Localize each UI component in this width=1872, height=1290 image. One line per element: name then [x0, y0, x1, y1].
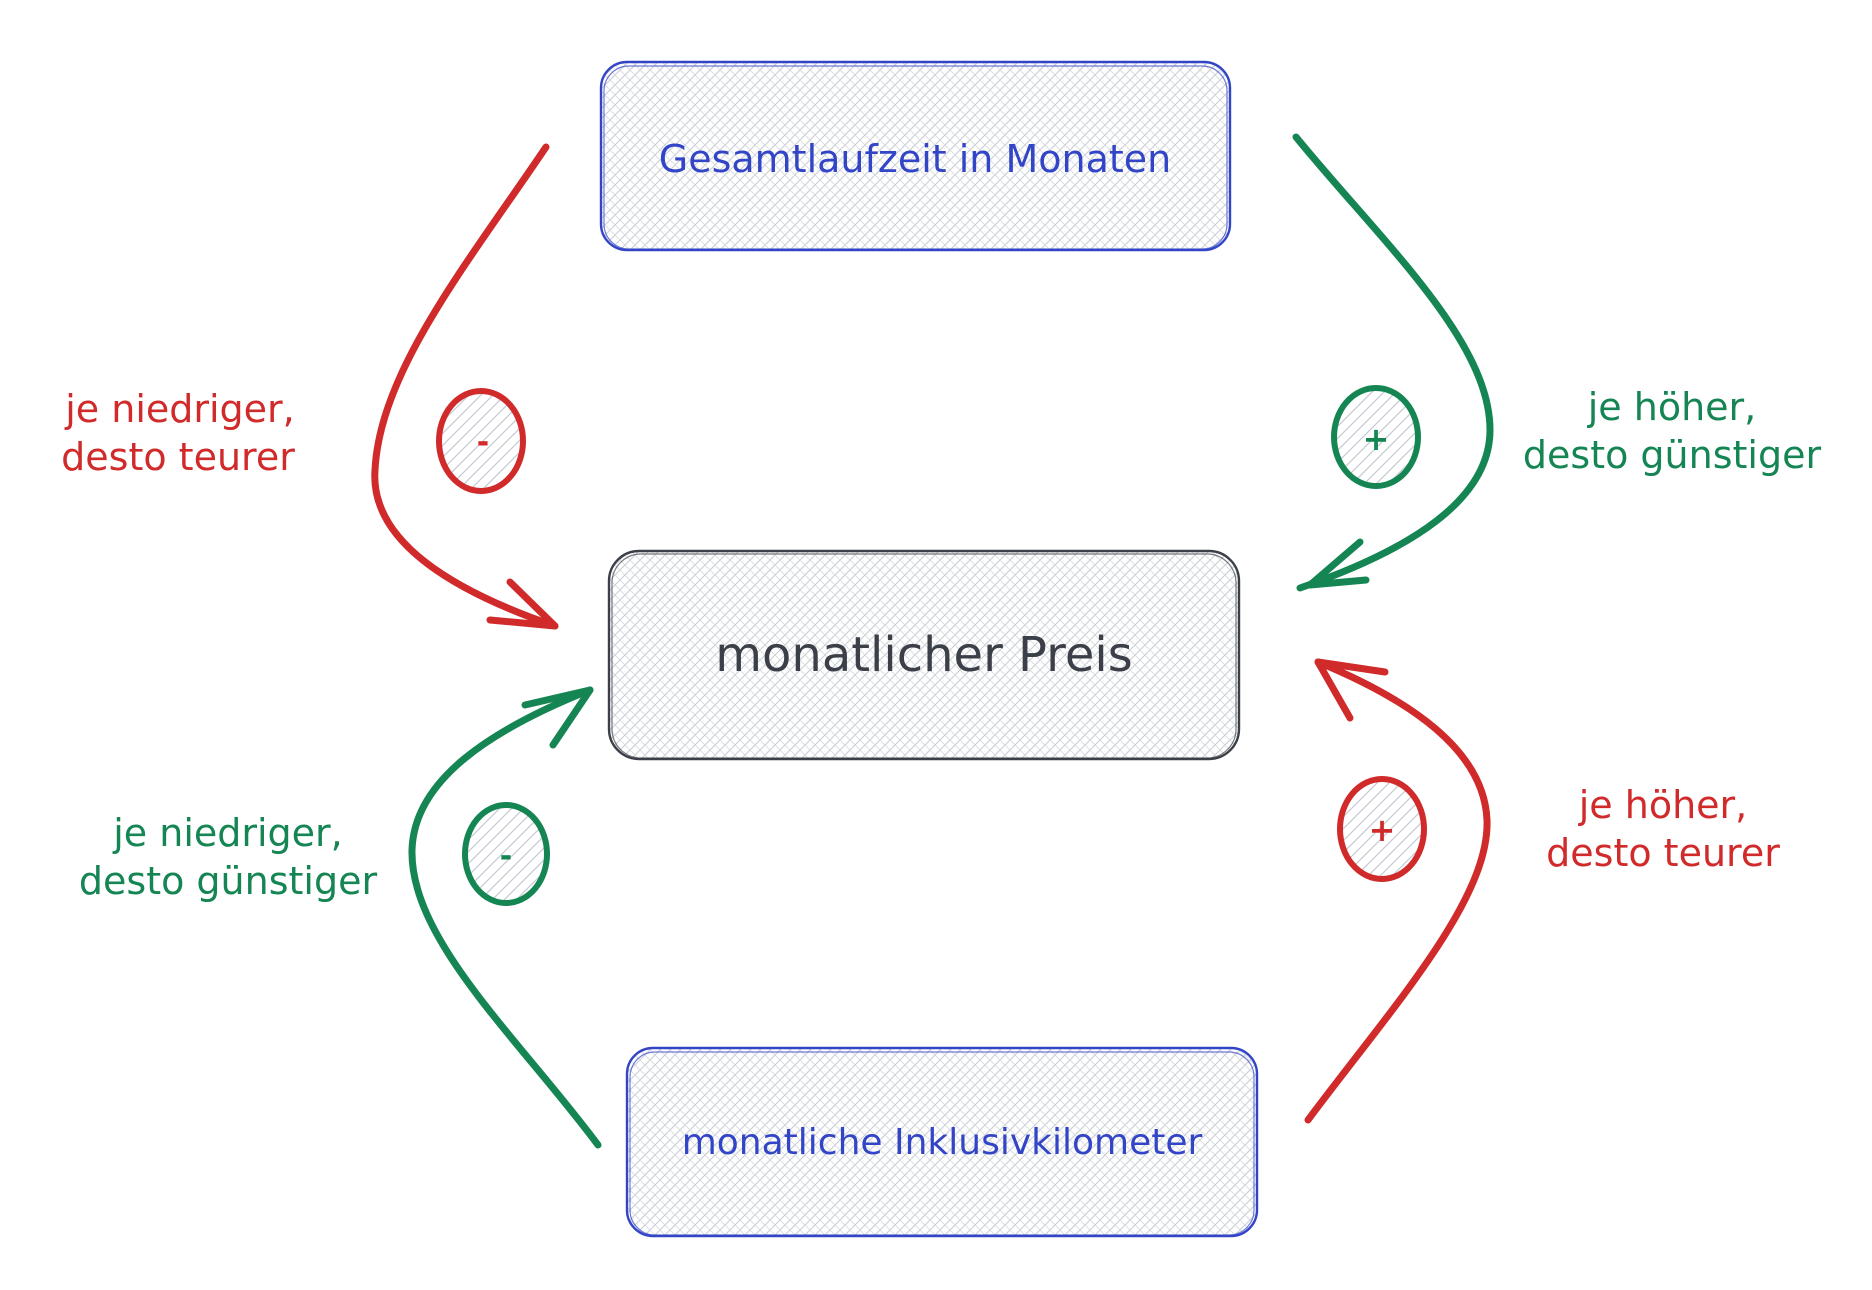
edge-bottom-right-label-line2: desto teurer: [1546, 831, 1780, 875]
edge-top-left-label-line2: desto teurer: [61, 435, 295, 479]
edge-bottom-right: + je höher, desto teurer: [1304, 658, 1780, 1124]
node-bottom: monatliche Inklusivkilometer: [625, 1046, 1259, 1238]
edge-top-left-arrowhead: [486, 578, 559, 630]
edge-top-right-arrowhead: [1306, 538, 1370, 589]
edge-top-right-sign-badge: +: [1331, 385, 1421, 489]
edge-top-left: - je niedriger, desto teurer: [61, 143, 559, 630]
edge-bottom-left-sign-badge: -: [462, 802, 550, 906]
edge-bottom-left-line: [408, 686, 602, 1149]
node-top-label: Gesamtlaufzeit in Monaten: [659, 137, 1171, 181]
edge-top-left-line: [371, 143, 559, 630]
edge-bottom-right-sign: +: [1369, 811, 1396, 849]
edge-bottom-right-label-line1: je höher,: [1578, 783, 1748, 827]
edge-bottom-right-arrowhead: [1314, 658, 1389, 722]
edge-bottom-right-line: [1304, 658, 1491, 1124]
node-top: Gesamtlaufzeit in Monaten: [599, 60, 1232, 252]
edge-bottom-left: - je niedriger, desto günstiger: [79, 686, 602, 1149]
edge-top-left-sign: -: [477, 425, 489, 460]
edge-top-left-label-line1: je niedriger,: [64, 387, 295, 431]
edge-top-right-label-line1: je höher,: [1587, 385, 1757, 429]
edge-bottom-left-arrowhead: [521, 686, 594, 749]
edge-top-left-sign-badge: -: [436, 388, 526, 494]
edge-top-right-line: [1292, 133, 1494, 592]
node-center: monatlicher Preis: [607, 549, 1241, 761]
node-bottom-label: monatliche Inklusivkilometer: [682, 1122, 1203, 1163]
edge-top-right-label-line2: desto günstiger: [1523, 433, 1822, 477]
edge-bottom-left-label-line1: je niedriger,: [112, 811, 343, 855]
edge-top-right-sign: +: [1363, 420, 1390, 458]
edge-bottom-left-sign: -: [500, 839, 512, 874]
edge-bottom-left-label-line2: desto günstiger: [79, 859, 378, 903]
node-center-label: monatlicher Preis: [715, 627, 1132, 683]
edge-bottom-right-sign-badge: +: [1337, 776, 1427, 882]
edge-top-right: + je höher, desto günstiger: [1292, 133, 1822, 592]
